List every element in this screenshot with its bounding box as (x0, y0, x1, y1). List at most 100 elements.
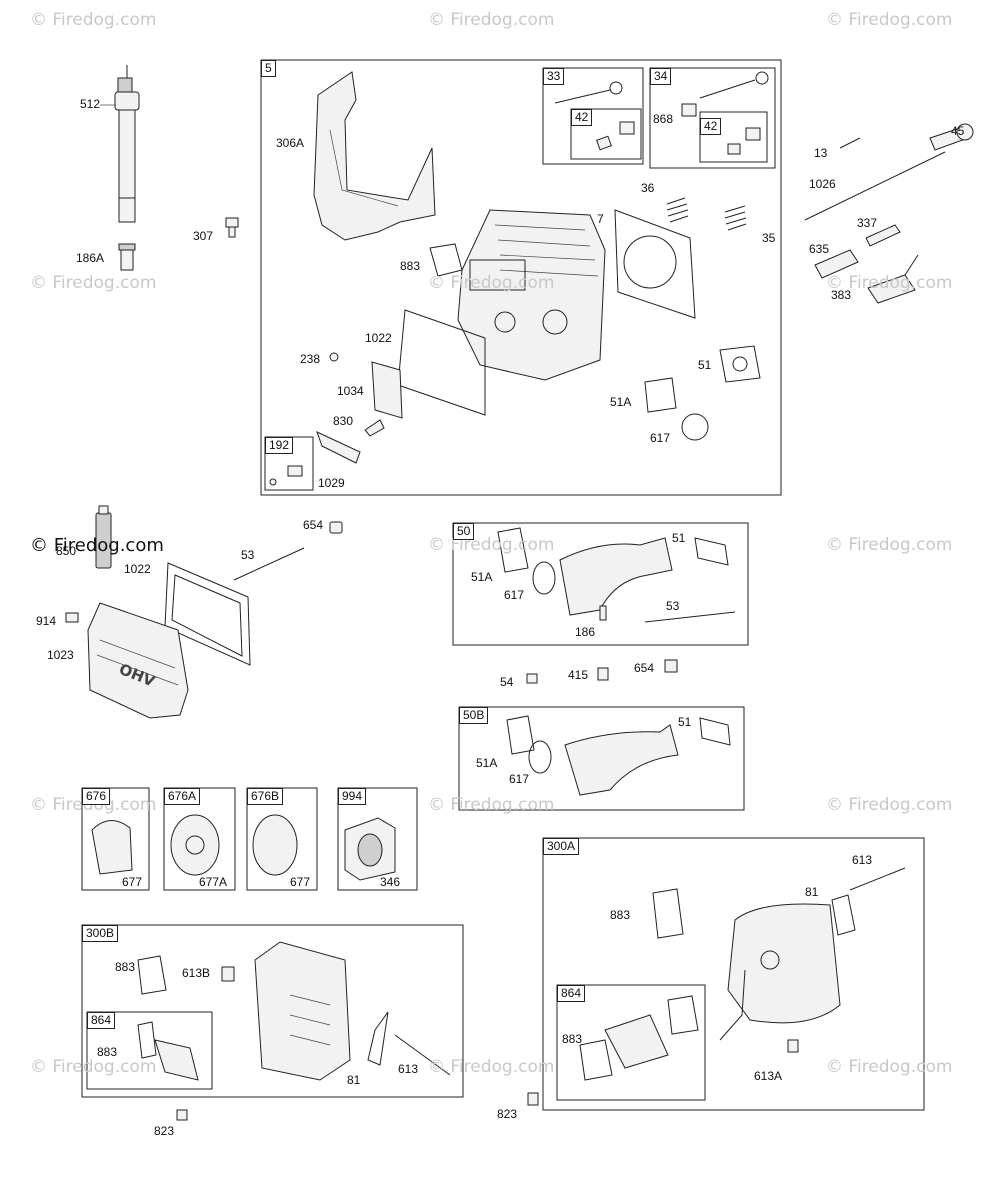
part-label-1022: 1022 (124, 562, 151, 576)
part-label-51A: 51A (610, 395, 632, 409)
group-tag-5: 5 (261, 60, 276, 77)
group-tag-42: 42 (571, 109, 593, 126)
group-tag-50B: 50B (459, 707, 489, 724)
cylinder-head-part (457, 209, 606, 381)
group-994-frame (337, 787, 418, 891)
part-label-186A: 186A (76, 251, 105, 265)
part-label-512: 512 (80, 97, 101, 111)
gasket-883-part (429, 243, 463, 277)
exhaust-elbow-part (559, 537, 673, 616)
part-label-883: 883 (400, 259, 421, 273)
group-42a-frame (570, 108, 642, 160)
part-label-383: 383 (831, 288, 852, 302)
part-label-54: 54 (500, 675, 514, 689)
screw-307-part (225, 217, 239, 238)
part-label-617: 617 (504, 588, 525, 602)
part-label-617: 617 (650, 431, 671, 445)
part-label-51: 51 (698, 358, 712, 372)
rocker-gasket-part (397, 309, 486, 416)
group-864b-frame (556, 984, 706, 1101)
part-label-1029: 1029 (318, 476, 345, 490)
group-tag-676: 676 (82, 788, 111, 805)
part-label-613: 613 (398, 1062, 419, 1076)
part-label-868: 868 (653, 112, 674, 126)
watermark: © Firedog.com (428, 273, 555, 293)
group-50B-frame (458, 706, 745, 811)
group-tag-676B: 676B (247, 788, 284, 805)
group-tag-192: 192 (265, 437, 294, 454)
part-label-53: 53 (666, 599, 680, 613)
part-label-337: 337 (857, 216, 878, 230)
part-label-883: 883 (562, 1032, 583, 1046)
watermark: © Firedog.com (30, 795, 157, 815)
group-33-frame (542, 67, 644, 165)
group-tag-864: 864 (557, 985, 586, 1002)
watermark: © Firedog.com (826, 795, 953, 815)
group-42b-frame (699, 111, 768, 163)
watermark: © Firedog.com (826, 273, 953, 293)
group-300A-frame (542, 837, 925, 1111)
part-label-51: 51 (678, 715, 692, 729)
part-label-677A: 677A (199, 875, 228, 889)
part-label-677: 677 (122, 875, 143, 889)
shroud-306A-part (313, 71, 436, 241)
watermark: © Firedog.com (428, 795, 555, 815)
part-label-823: 823 (497, 1107, 518, 1121)
part-label-677: 677 (290, 875, 311, 889)
part-label-51A: 51A (476, 756, 498, 770)
part-label-914: 914 (36, 614, 57, 628)
fitting-186A-part (118, 243, 136, 271)
part-label-51A: 51A (471, 570, 493, 584)
part-label-1022: 1022 (365, 331, 392, 345)
group-300B-frame (81, 924, 464, 1098)
part-label-635: 635 (809, 242, 830, 256)
part-label-883: 883 (115, 960, 136, 974)
part-label-613B: 613B (182, 966, 211, 980)
group-tag-50: 50 (453, 523, 475, 540)
part-label-1034: 1034 (337, 384, 364, 398)
part-label-883: 883 (610, 908, 631, 922)
part-label-613: 613 (852, 853, 873, 867)
group-tag-300B: 300B (82, 925, 119, 942)
part-label-654: 654 (634, 661, 655, 675)
part-label-307: 307 (193, 229, 214, 243)
watermark: © Firedog.com (30, 10, 157, 30)
group-tag-994: 994 (338, 788, 367, 805)
muffler-300B-part (254, 941, 351, 1081)
part-label-306A: 306A (276, 136, 305, 150)
part-label-36: 36 (641, 181, 655, 195)
group-864a-frame (86, 1011, 213, 1090)
group-tag-34: 34 (650, 68, 672, 85)
part-label-613A: 613A (754, 1069, 783, 1083)
group-tag-864: 864 (87, 1012, 116, 1029)
group-tag-300A: 300A (543, 838, 580, 855)
part-label-883: 883 (97, 1045, 118, 1059)
watermark: © Firedog.com (30, 1057, 157, 1077)
part-label-35: 35 (762, 231, 776, 245)
part-label-346: 346 (380, 875, 401, 889)
part-label-51: 51 (672, 531, 686, 545)
cover-gasket-part (164, 562, 251, 666)
head-gasket-part (614, 209, 696, 319)
part-label-81: 81 (347, 1073, 361, 1087)
part-label-238: 238 (300, 352, 321, 366)
watermark: © Firedog.com (428, 10, 555, 30)
watermark: © Firedog.com (826, 10, 953, 30)
watermark: © Firedog.com (826, 535, 953, 555)
gasket-51-part (719, 345, 761, 383)
group-676-frame (81, 787, 150, 891)
breather-tube-part (100, 65, 140, 223)
part-label-415: 415 (568, 668, 589, 682)
group-5-frame (260, 59, 782, 496)
muffler-300A-part (727, 903, 841, 1024)
watermark: © Firedog.com (30, 535, 164, 556)
part-label-13: 13 (814, 146, 828, 160)
part-label-617: 617 (509, 772, 530, 786)
part-label-1026: 1026 (809, 177, 836, 191)
part-label-1023: 1023 (47, 648, 74, 662)
watermark: © Firedog.com (428, 535, 555, 555)
watermark: © Firedog.com (826, 1057, 953, 1077)
part-label-850: 850 (56, 544, 77, 558)
part-label-830: 830 (333, 414, 354, 428)
